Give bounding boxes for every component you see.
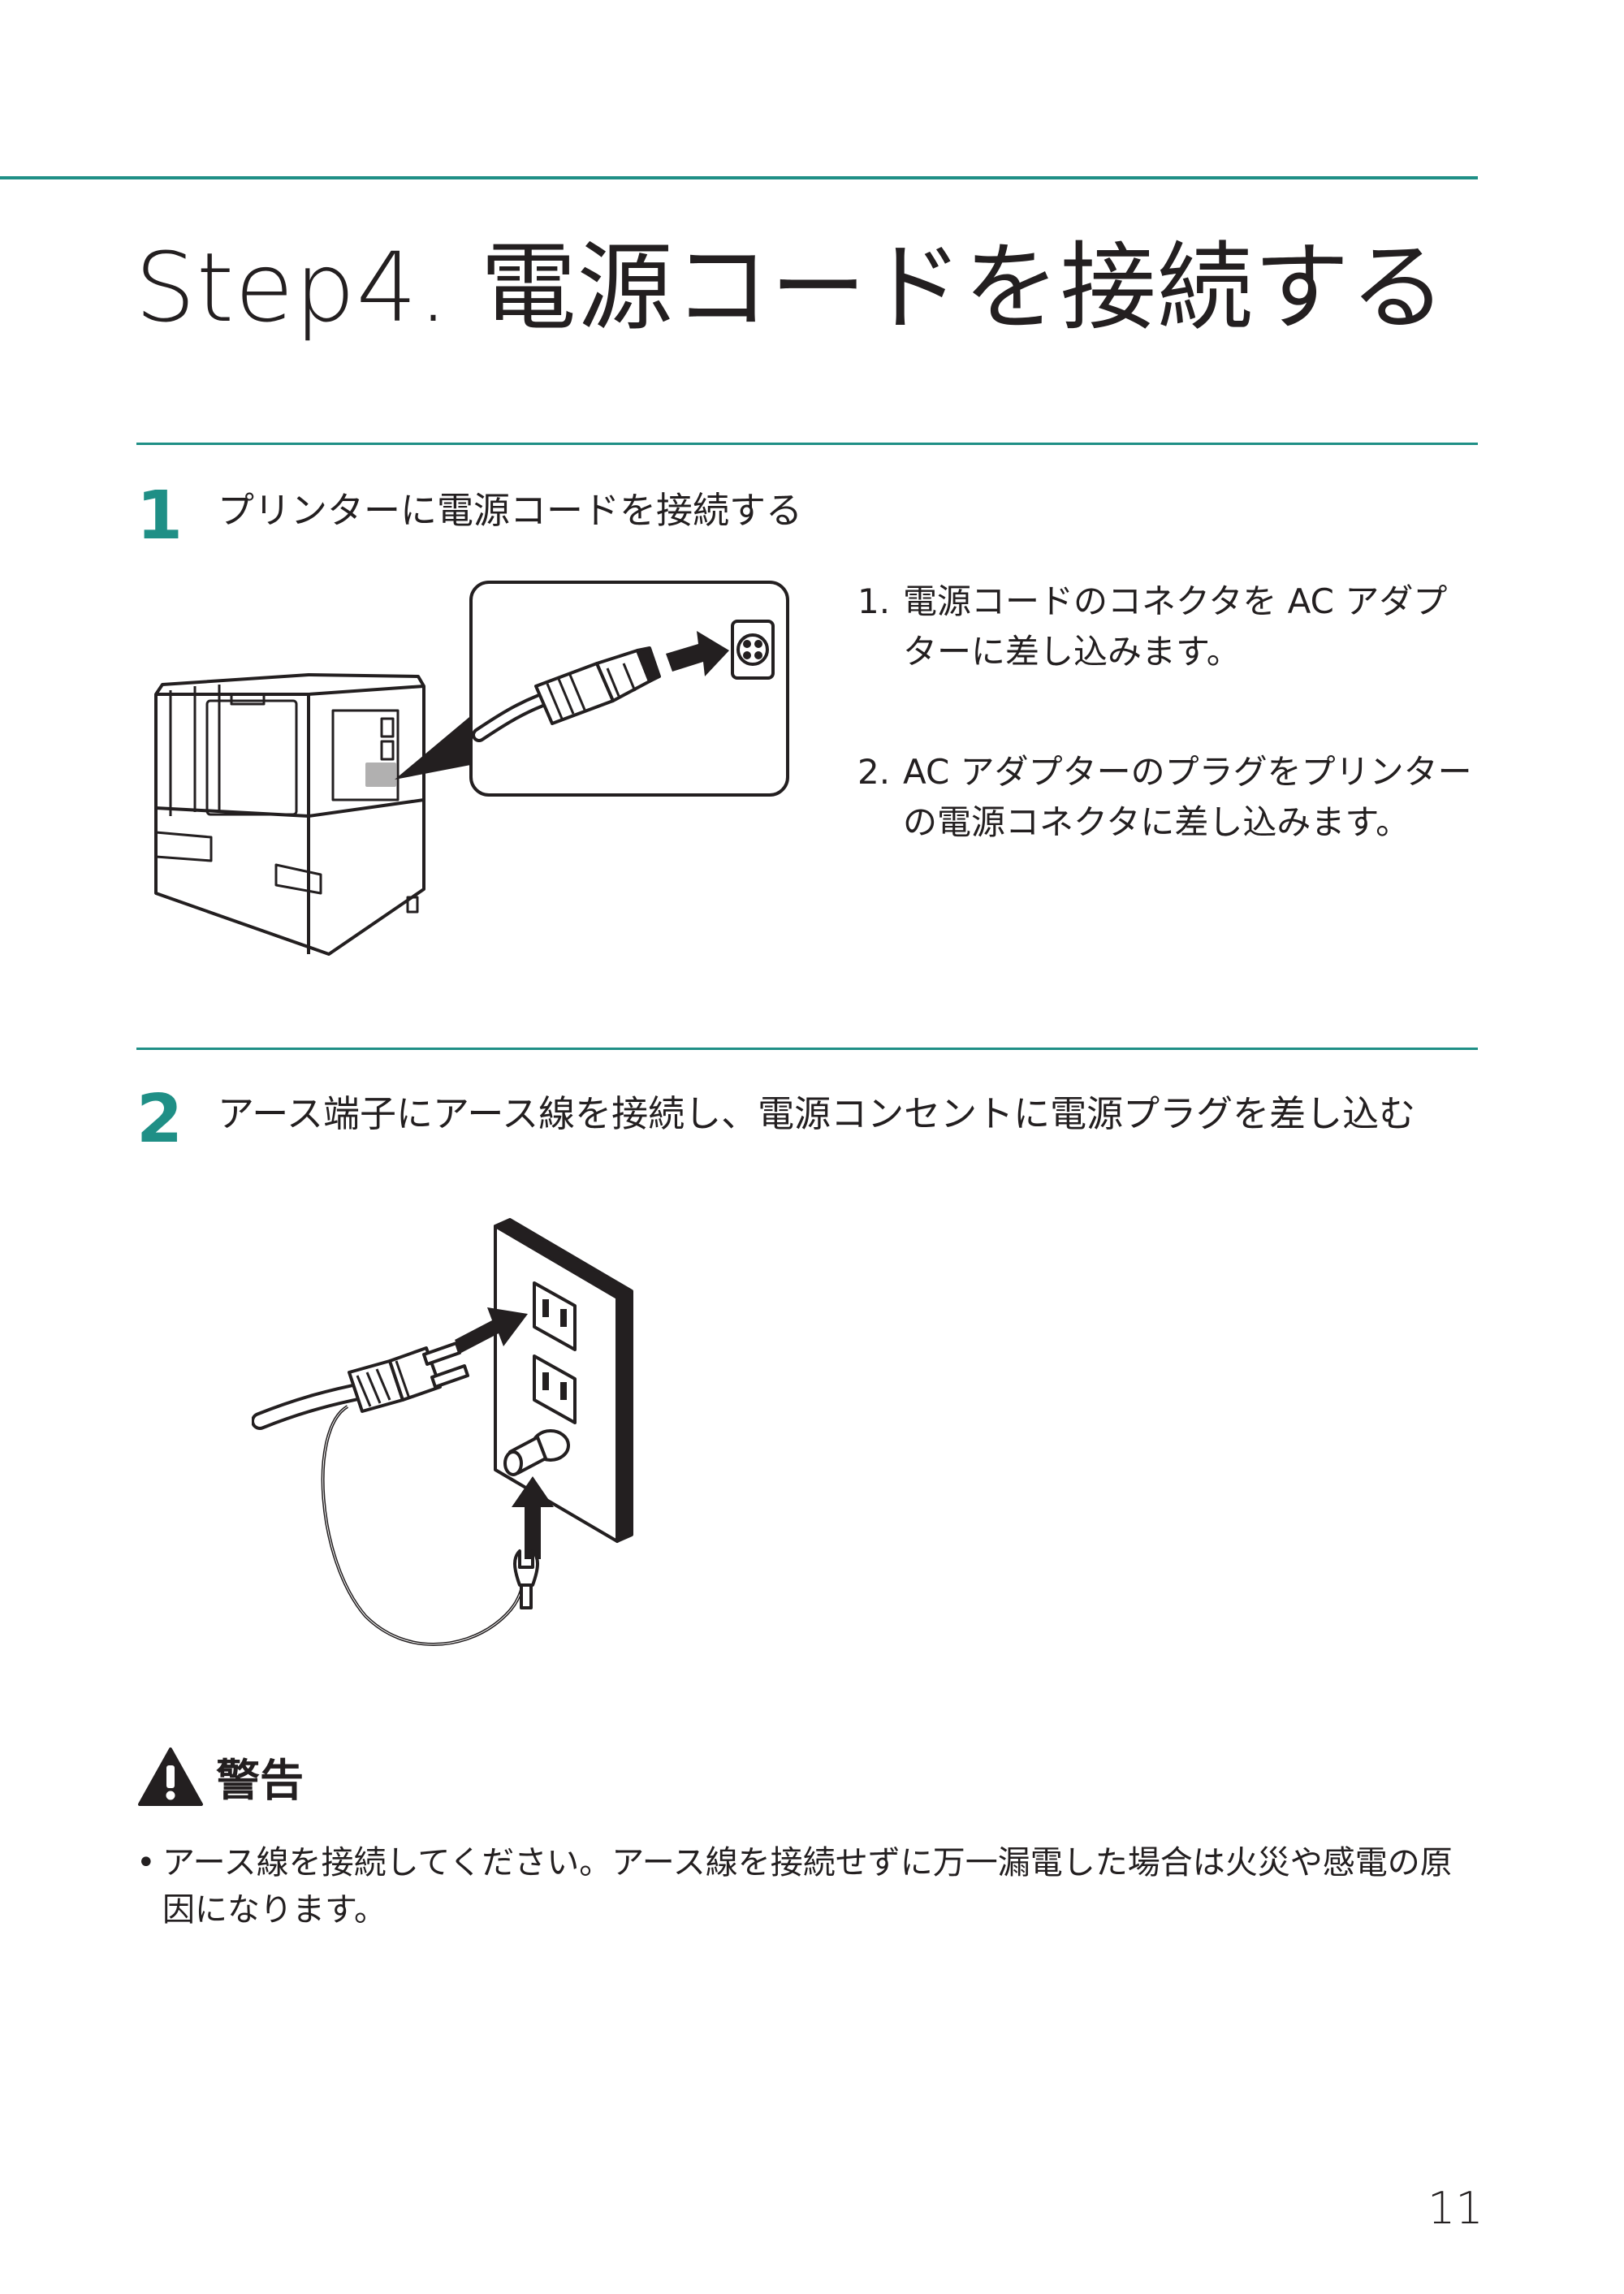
warning-text: アース線を接続してください。アース線を接続せずに万一漏電した場合は火災や感電の原…: [162, 1844, 1453, 1929]
instruction-number: 2.: [857, 752, 891, 792]
instruction-item: 1. 電源コードのコネクタを AC アダプターに差し込みます。: [857, 577, 1475, 677]
warning-triangle-icon: [138, 1747, 203, 1806]
step-1-instructions: 1. 電源コードのコネクタを AC アダプターに差し込みます。 2. AC アダ…: [857, 577, 1475, 848]
instruction-text: AC アダプターのプラグをプリンターの電源コネクタに差し込みます。: [903, 752, 1472, 842]
page-title: Step4. 電源コードを接続する: [135, 231, 1447, 343]
warning-label: 警告: [216, 1755, 304, 1806]
section-1-rule: [136, 443, 1478, 445]
instruction-number: 1.: [857, 581, 891, 621]
step-1-heading: プリンターに電源コードを接続する: [218, 489, 803, 532]
page-number: 11: [1427, 2183, 1484, 2234]
wall-outlet-illustration: [252, 1218, 633, 1646]
instruction-text: 電源コードのコネクタを AC アダプターに差し込みます。: [903, 581, 1448, 672]
warning-heading: 警告: [136, 1744, 304, 1808]
printer-connection-illustration: [154, 581, 789, 956]
step-2-number: 2: [136, 1081, 184, 1158]
top-rule: [0, 176, 1478, 179]
step-2-heading: アース端子にアース線を接続し、電源コンセントに電源プラグを差し込む: [218, 1092, 1416, 1135]
step-1-number: 1: [136, 477, 184, 555]
warning-bullet: •: [136, 1844, 156, 1881]
instruction-item: 2. AC アダプターのプラグをプリンターの電源コネクタに差し込みます。: [857, 747, 1475, 848]
section-2-rule: [136, 1048, 1478, 1050]
warning-item: • アース線を接続してください。アース線を接続せずに万一漏電した場合は火災や感電…: [136, 1839, 1484, 1933]
